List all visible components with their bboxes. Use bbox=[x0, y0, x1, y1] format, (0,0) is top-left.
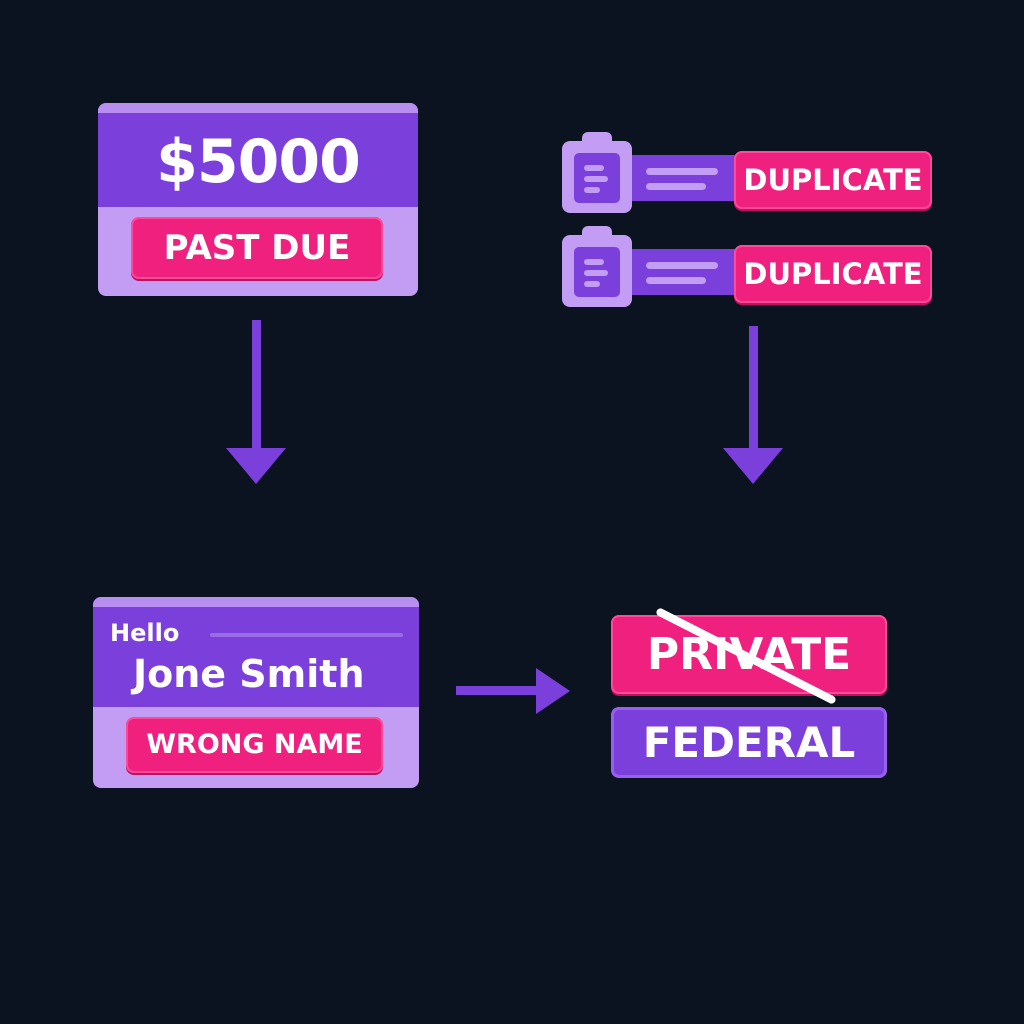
past-due-badge: PAST DUE bbox=[131, 217, 383, 279]
arrow-right-icon bbox=[536, 668, 570, 714]
arrow-right-shaft bbox=[456, 686, 546, 695]
greeting-line bbox=[210, 633, 403, 637]
text-line bbox=[646, 183, 706, 190]
duplicate-row: DUPLICATE bbox=[562, 226, 934, 307]
amount-card-header bbox=[98, 103, 418, 207]
duplicate-bar bbox=[632, 155, 752, 201]
duplicate-badge: DUPLICATE bbox=[734, 151, 932, 209]
duplicate-badge: DUPLICATE bbox=[734, 245, 932, 303]
name-card-header bbox=[93, 597, 419, 707]
arrow-down-shaft bbox=[252, 320, 261, 460]
greeting-label: Hello bbox=[110, 619, 180, 647]
text-line bbox=[646, 277, 706, 284]
duplicate-row: DUPLICATE bbox=[562, 132, 934, 213]
name-value: Jone Smith bbox=[133, 652, 365, 696]
text-line bbox=[646, 262, 718, 269]
arrow-down-icon bbox=[723, 448, 783, 484]
text-line bbox=[646, 168, 718, 175]
clipboard-icon bbox=[562, 132, 632, 213]
name-card: Hello Jone Smith WRONG NAME bbox=[93, 597, 419, 788]
duplicate-bar bbox=[632, 249, 752, 295]
arrow-down-icon bbox=[226, 448, 286, 484]
amount-value: $5000 bbox=[156, 127, 361, 197]
federal-badge: FEDERAL bbox=[611, 707, 887, 778]
amount-card: $5000 PAST DUE bbox=[98, 103, 418, 296]
wrong-name-badge: WRONG NAME bbox=[126, 717, 383, 773]
arrow-down-shaft bbox=[749, 326, 758, 460]
clipboard-icon bbox=[562, 226, 632, 307]
